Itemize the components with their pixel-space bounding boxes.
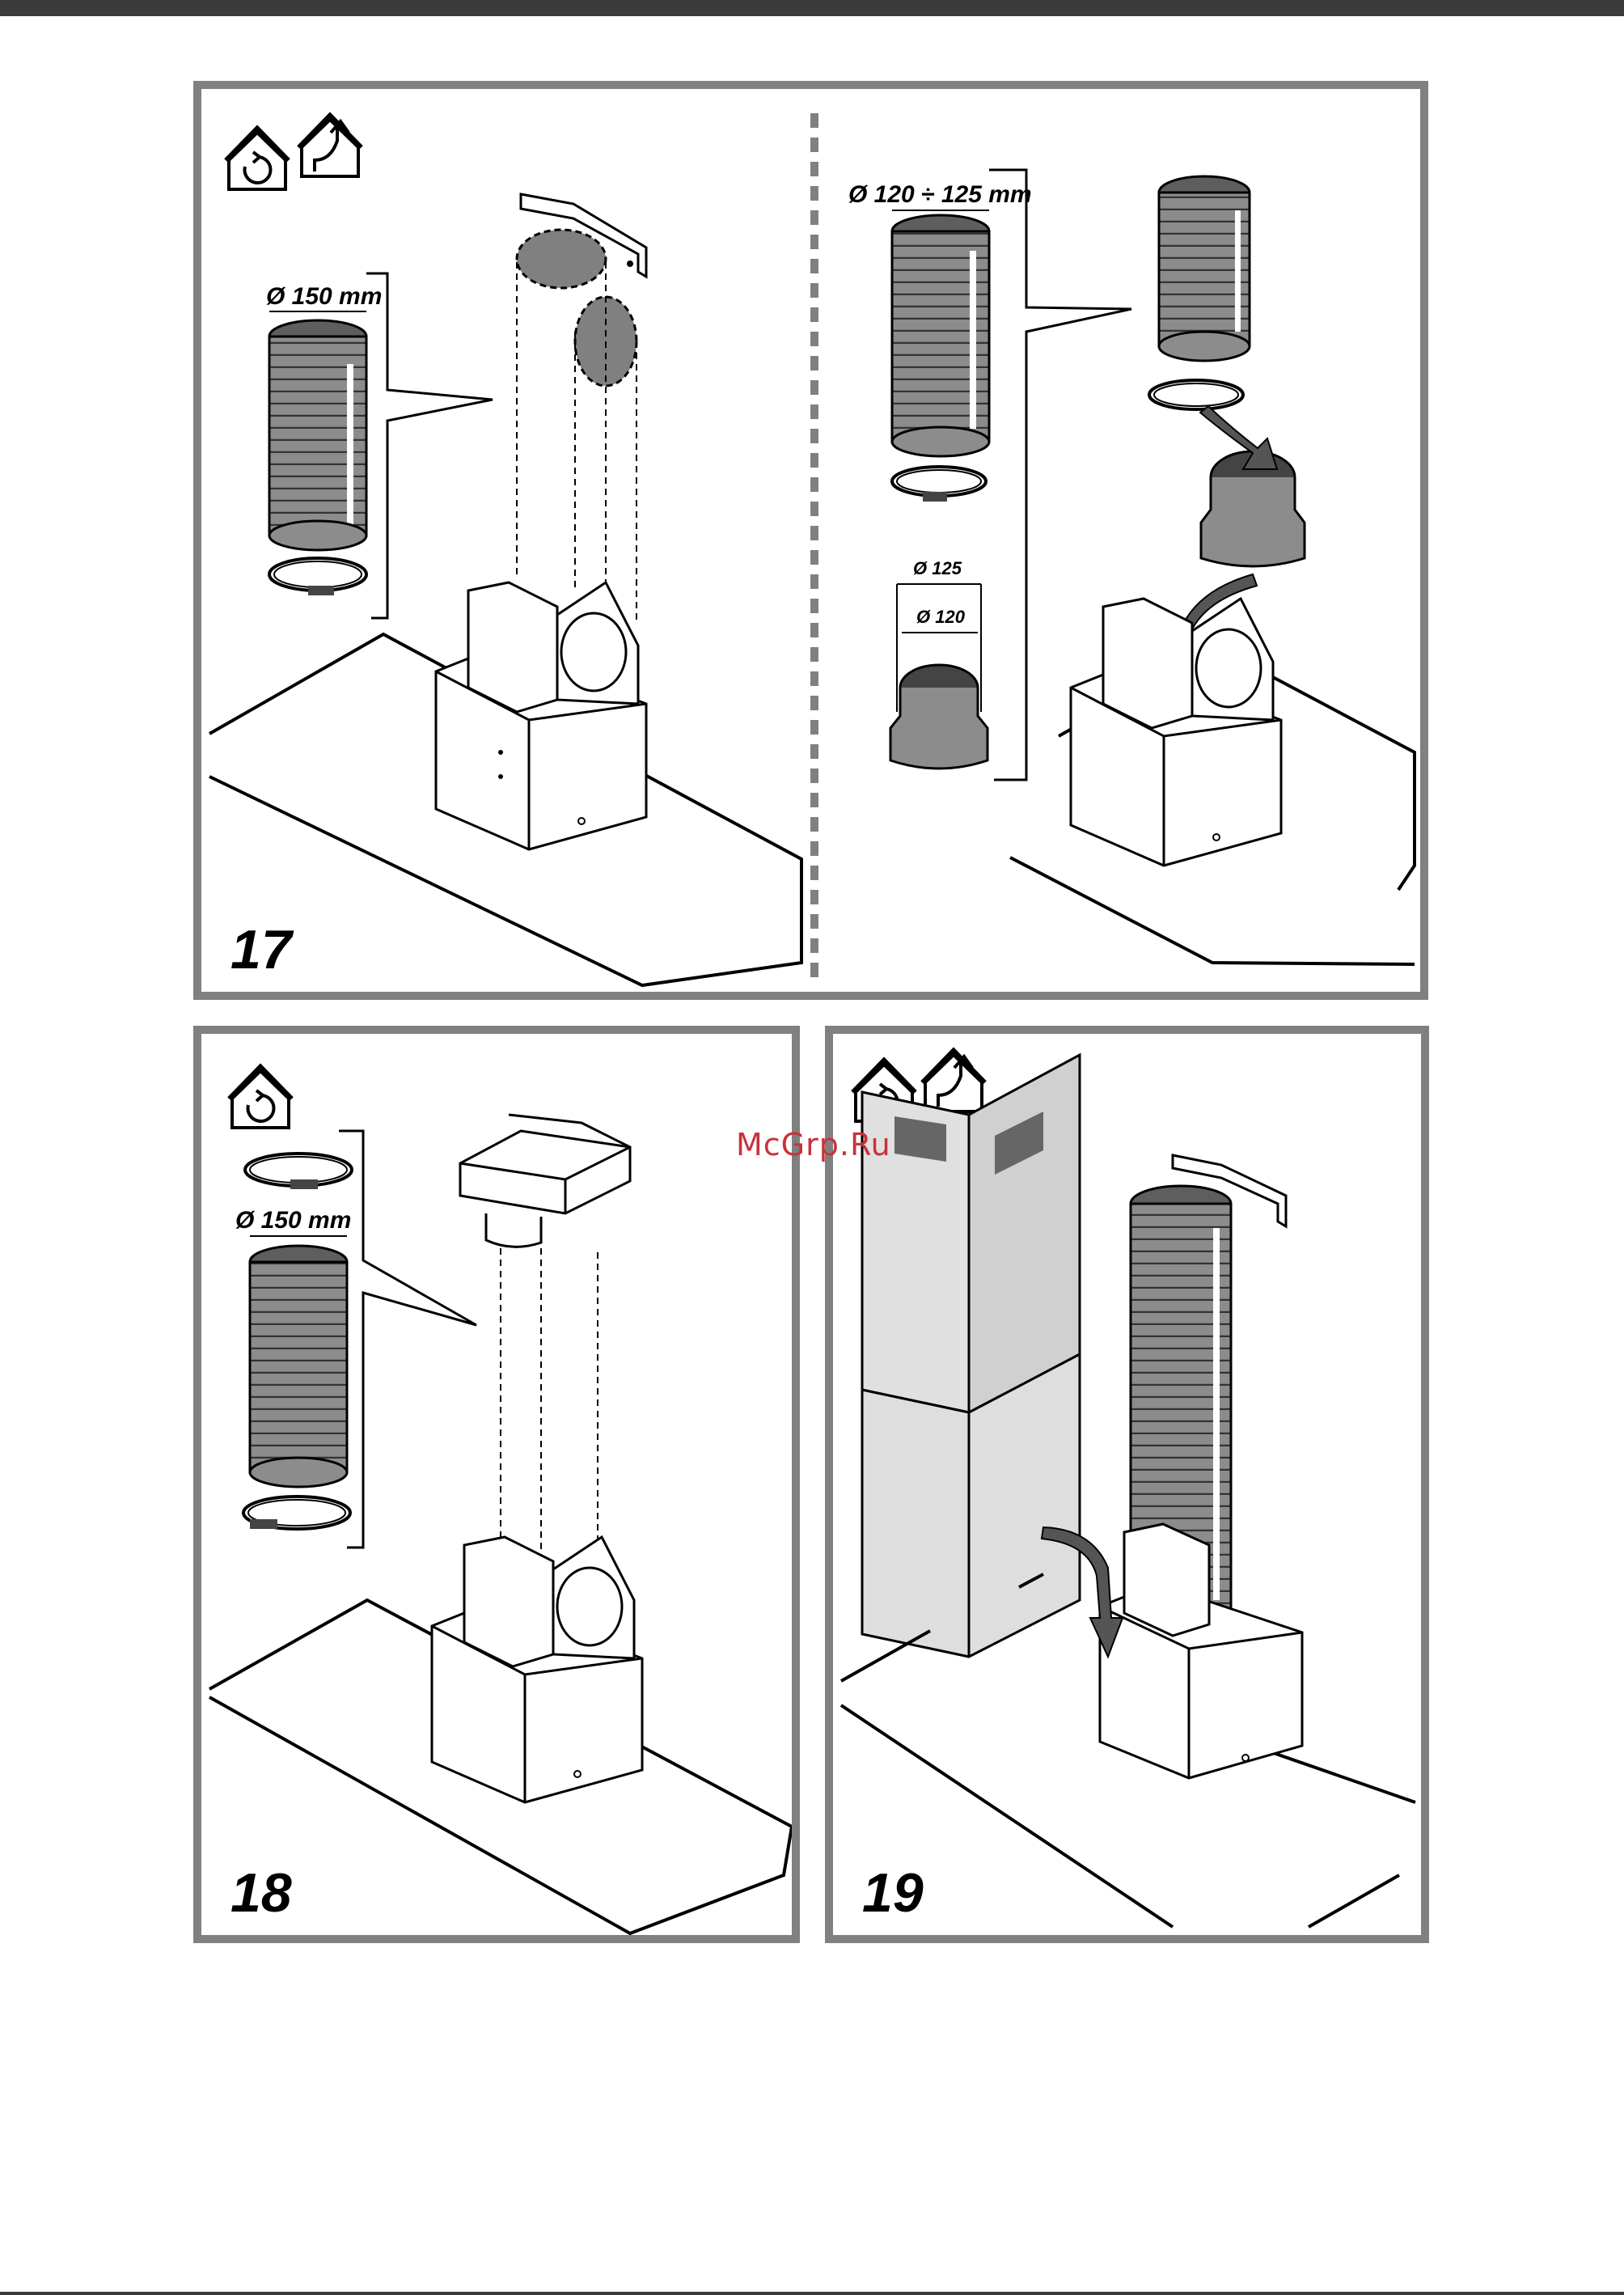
hood-motor-body [209,1537,792,1933]
hose-clamp [245,1154,352,1189]
chimney-cover [862,1055,1080,1657]
flexible-duct-120 [892,215,989,456]
figure-19-drawing [833,1034,1421,1935]
hood-motor-body [209,582,801,985]
hose-clamp [1149,380,1243,409]
bottom-rule [0,2292,1624,2295]
figure-19-panel: 19 [825,1026,1429,1943]
figure-number: 18 [230,1865,292,1920]
hood-motor-body [1010,599,1415,964]
figure-18-panel: Ø 150 mm [193,1026,800,1943]
figure-number: 17 [230,922,292,977]
bracket-callout [339,1131,476,1548]
bracket-callout [366,273,493,618]
flexible-duct-upper [1159,176,1250,361]
extraction-icon [298,115,362,176]
recirculation-icon [229,1066,292,1128]
extraction-icon [922,1050,985,1112]
diameter-label-120-125: Ø 120 ÷ 125 mm [848,181,1032,208]
hose-clamp [243,1497,350,1529]
recirculation-icon [226,128,289,189]
hose-clamp [892,467,986,502]
projection-line [501,1248,598,1584]
diameter-label-150: Ø 150 mm [235,1207,351,1234]
top-rule [0,0,1624,16]
bracket-outline-gray [517,230,606,288]
flexible-duct-150 [269,320,366,550]
diameter-label-150: Ø 150 mm [266,283,382,310]
watermark: McGrp.Ru [736,1127,891,1162]
flexible-duct-150 [250,1246,347,1487]
reducer-adapter [890,665,988,769]
figure-18-drawing: Ø 150 mm [201,1034,792,1935]
figure-17-panel: Ø 150 mm [193,81,1428,1000]
recirculation-filter-box [460,1115,630,1247]
figure-number: 19 [862,1865,924,1920]
adapter-inner-label: Ø 120 [916,607,966,627]
hose-clamp [269,558,366,595]
adapter-outer-label: Ø 125 [913,558,962,578]
figure-17-drawing: Ø 150 mm [201,89,1420,992]
